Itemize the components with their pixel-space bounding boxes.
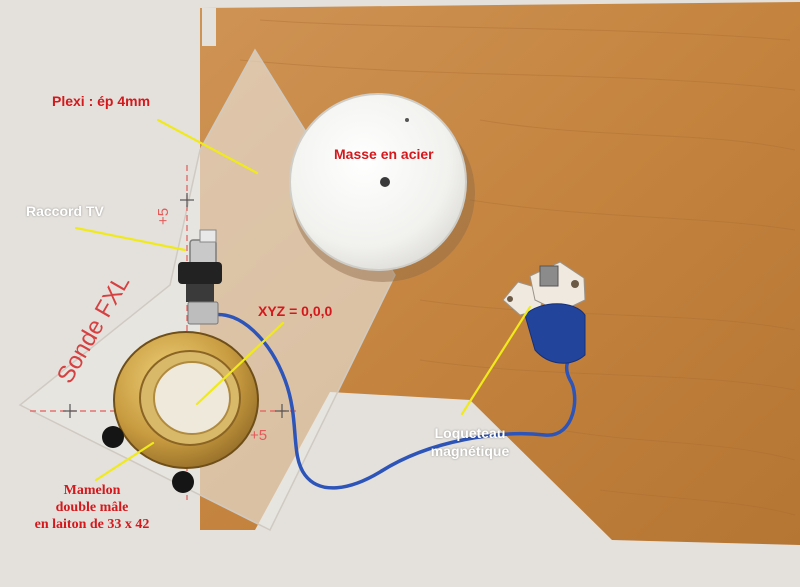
label-mamelon: Mamelon double mâle en laiton de 33 x 42 bbox=[8, 482, 176, 533]
steel-disc-hole bbox=[380, 177, 390, 187]
pointer-plexi bbox=[156, 118, 259, 175]
blue-cable bbox=[210, 312, 582, 490]
steel-disc bbox=[289, 93, 467, 271]
brass-nipple bbox=[113, 331, 259, 469]
magnetic-latch bbox=[502, 261, 586, 364]
label-mamelon-line1: Mamelon bbox=[63, 483, 121, 498]
label-xyz: XYZ = 0,0,0 bbox=[258, 303, 333, 319]
plexi-tick-left: +5 bbox=[155, 208, 172, 225]
pointer-lines bbox=[74, 118, 532, 482]
board-notch bbox=[202, 8, 216, 46]
pointer-raccord bbox=[74, 226, 187, 252]
plexi-tick-right: +5 bbox=[250, 427, 267, 444]
label-loqueteau: Loqueteau magnétique bbox=[408, 424, 532, 460]
label-plexi: Plexi : ép 4mm bbox=[52, 93, 151, 109]
pointer-mamelon bbox=[94, 441, 155, 482]
wood-grain bbox=[239, 19, 796, 516]
pointer-loqueteau bbox=[460, 305, 532, 416]
label-loqueteau-line1: Loqueteau bbox=[434, 425, 506, 441]
label-raccord: Raccord TV bbox=[26, 203, 104, 219]
label-loqueteau-line2: magnétique bbox=[430, 443, 510, 459]
tv-connector bbox=[178, 229, 222, 325]
pointer-xyz bbox=[195, 321, 285, 406]
plexi-cross-marks bbox=[63, 193, 289, 418]
steel-disc-mark bbox=[405, 118, 409, 122]
label-mamelon-line2: double mâle bbox=[55, 500, 129, 515]
label-masse: Masse en acier bbox=[334, 146, 434, 162]
black-screws bbox=[102, 426, 194, 493]
label-mamelon-line3: en laiton de 33 x 42 bbox=[34, 517, 150, 532]
